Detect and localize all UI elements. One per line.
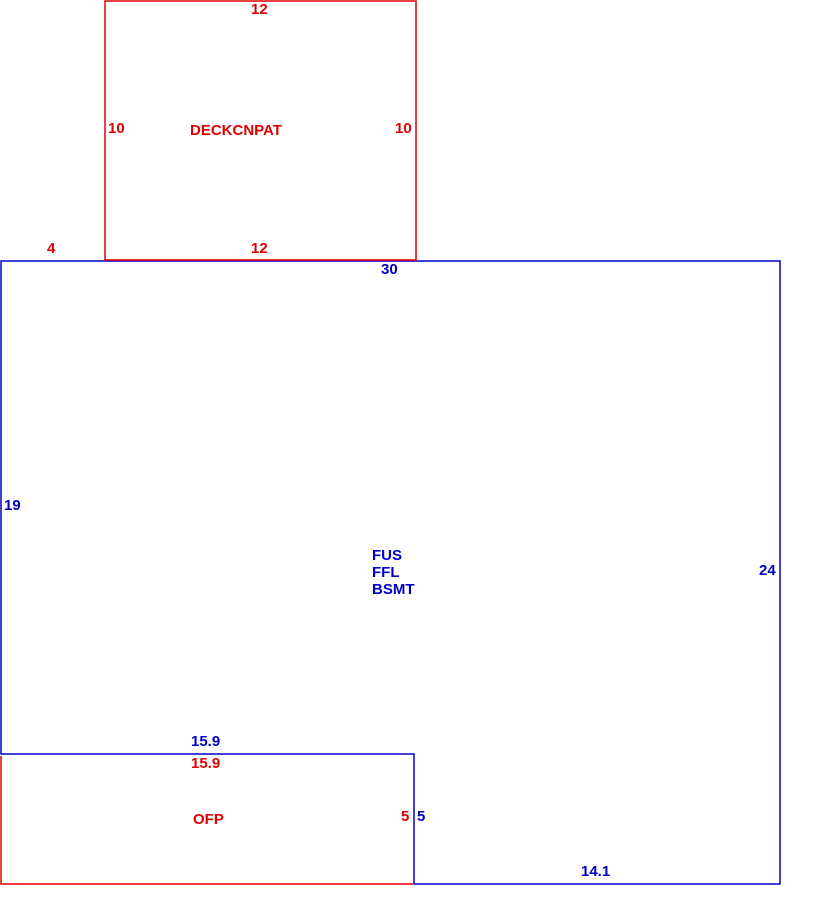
deck-offset-dimension: 4 [47, 240, 56, 257]
main-left-dimension: 19 [4, 497, 21, 514]
main-top-dimension: 30 [381, 261, 398, 278]
main-notch-side-dimension: 5 [417, 808, 426, 825]
main-right-dimension: 24 [759, 562, 776, 579]
porch-top-dimension: 15.9 [191, 755, 221, 772]
deck-name-label: DECKCNPAT [190, 122, 282, 139]
main-code-ffl: FFL [372, 564, 400, 581]
main-structure-outline [0, 260, 781, 885]
main-notch-top-dimension: 15.9 [191, 733, 221, 750]
deck-left-dimension: 10 [108, 120, 125, 137]
deck-right-dimension: 10 [395, 120, 412, 137]
main-code-fus: FUS [372, 547, 402, 564]
main-code-bsmt: BSMT [372, 581, 415, 598]
deck-outline [104, 0, 417, 261]
porch-name-label: OFP [193, 811, 224, 828]
porch-outline [0, 756, 413, 885]
main-bottom-dimension: 14.1 [581, 863, 611, 880]
deck-top-dimension: 12 [251, 1, 268, 18]
porch-right-dimension: 5 [401, 808, 410, 825]
deck-bottom-dimension: 12 [251, 240, 268, 257]
